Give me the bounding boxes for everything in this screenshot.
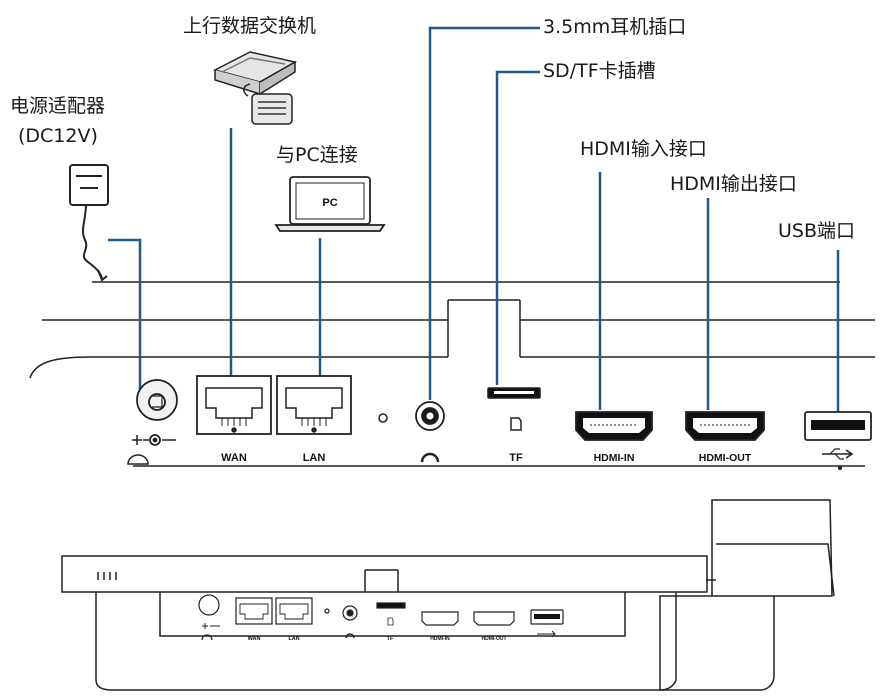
mini-tf-label: TF <box>387 636 394 642</box>
switch-icon <box>212 51 298 125</box>
callout-usb-port: USB端口 <box>778 220 856 242</box>
usb-port <box>804 411 872 470</box>
callout-hdmi-in: HDMI输入接口 <box>580 138 707 160</box>
hdmi-out-port <box>685 411 765 441</box>
device-outline-top <box>29 281 875 467</box>
power-adapter-icon <box>69 164 109 282</box>
lan-port <box>276 375 352 435</box>
mini-lan-label: LAN <box>288 636 299 642</box>
wan-port-label: WAN <box>221 452 247 464</box>
mini-hdmi-in-label: HDMI-IN <box>430 636 450 642</box>
hdmi-in-port <box>575 411 653 441</box>
callout-pc-connect: 与PC连接 <box>276 144 358 166</box>
callout-sd-slot: SD/TF卡插槽 <box>543 60 656 82</box>
wan-port <box>196 375 272 435</box>
callout-earphone-port: 3.5mm耳机插口 <box>543 16 687 38</box>
mini-hdmi-out-label: HDMI-OUT <box>482 636 507 642</box>
callout-power-adapter-voltage: (DC12V) <box>18 125 98 147</box>
dc-power-jack <box>127 379 178 465</box>
reset-hole <box>378 413 388 423</box>
hdmi-in-label: HDMI-IN <box>594 452 635 464</box>
mini-port-labels: WAN LAN TF HDMI-IN HDMI-OUT <box>248 636 507 642</box>
device-outline-full <box>61 499 835 691</box>
leader-power <box>108 238 142 405</box>
callout-uplink-switch: 上行数据交换机 <box>183 15 317 37</box>
pc-screen-label: PC <box>322 197 337 209</box>
leader-lines <box>108 26 840 412</box>
lan-port-label: LAN <box>303 452 326 464</box>
callout-power-adapter: 电源适配器 <box>10 95 106 117</box>
earphone-jack <box>415 401 445 463</box>
tf-slot-label: TF <box>509 452 523 464</box>
callout-hdmi-out: HDMI输出接口 <box>670 173 797 195</box>
hdmi-out-label: HDMI-OUT <box>699 452 752 464</box>
sd-card-slot <box>487 387 541 431</box>
mini-wan-label: WAN <box>248 636 261 642</box>
pc-icon <box>274 176 386 232</box>
mini-ports <box>198 594 564 641</box>
leader-earphone <box>428 26 540 400</box>
leader-sd <box>495 70 540 385</box>
